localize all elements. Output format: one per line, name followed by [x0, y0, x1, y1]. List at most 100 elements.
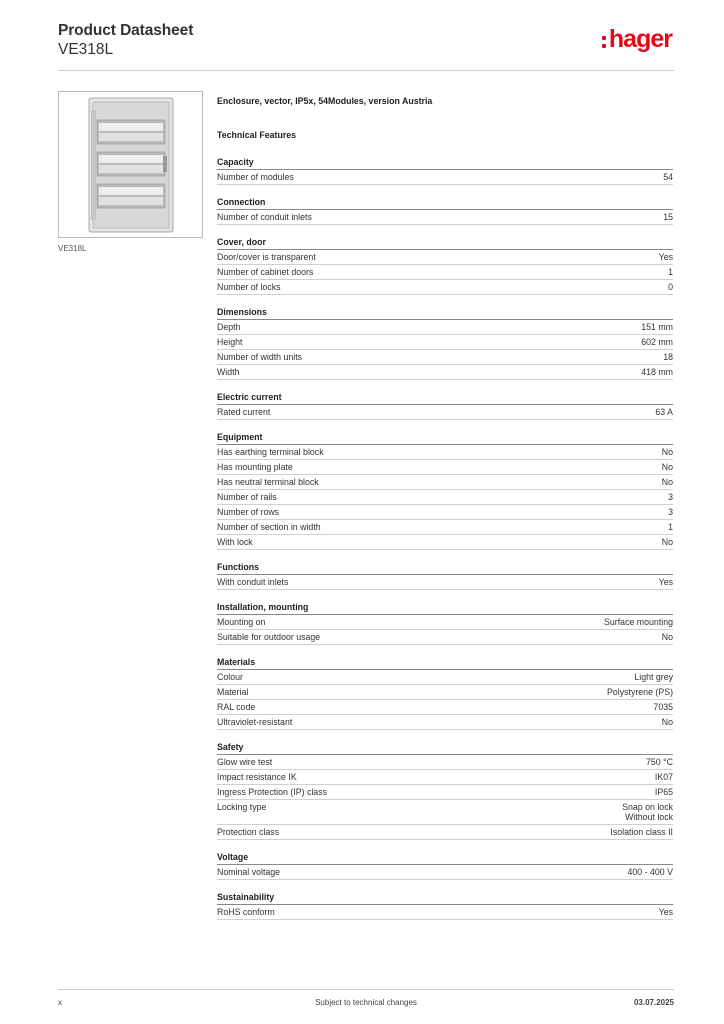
section-heading: Materials	[217, 656, 673, 670]
feature-label: Number of cabinet doors	[217, 267, 314, 277]
section-heading: Functions	[217, 561, 673, 575]
feature-value: 400 - 400 V	[627, 867, 673, 877]
feature-value: Snap on lock Without lock	[622, 802, 673, 822]
feature-label: Glow wire test	[217, 757, 273, 767]
logo-text: hager	[608, 25, 673, 53]
feature-label: Door/cover is transparent	[217, 252, 316, 262]
feature-row: Locking type Snap on lock Without lock	[217, 800, 673, 825]
feature-label: Locking type	[217, 802, 267, 812]
footer-disclaimer: Subject to technical changes	[315, 998, 417, 1007]
feature-value: No	[661, 632, 673, 642]
feature-label: Depth	[217, 322, 241, 332]
feature-row: Impact resistance IK IK07	[217, 770, 673, 785]
feature-label: With lock	[217, 537, 253, 547]
feature-value: 3	[668, 492, 673, 502]
feature-label: With conduit inlets	[217, 577, 289, 587]
logo-dots-icon	[601, 35, 606, 48]
feature-label: Number of modules	[217, 172, 294, 182]
datasheet-content: Enclosure, vector, IP5x, 54Modules, vers…	[217, 96, 673, 920]
feature-label: Ultraviolet-resistant	[217, 717, 293, 727]
feature-label: Rated current	[217, 407, 271, 417]
feature-value: 15	[663, 212, 673, 222]
technical-features-title: Technical Features	[217, 130, 297, 140]
feature-value: No	[661, 462, 673, 472]
enclosure-image-icon	[88, 97, 173, 232]
feature-row: Number of cabinet doors 1	[217, 265, 673, 280]
feature-value: Polystyrene (PS)	[607, 687, 673, 697]
feature-row: Has mounting plate No	[217, 460, 673, 475]
feature-label: Has mounting plate	[217, 462, 293, 472]
product-image	[58, 91, 203, 238]
feature-label: Material	[217, 687, 249, 697]
feature-value: No	[661, 717, 673, 727]
footer-date: 03.07.2025	[633, 998, 674, 1007]
feature-label: Protection class	[217, 827, 280, 837]
feature-value: Light grey	[634, 672, 673, 682]
feature-value: 1	[668, 267, 673, 277]
hager-logo: hager	[601, 25, 673, 53]
feature-label: Suitable for outdoor usage	[217, 632, 321, 642]
feature-label: RoHS conform	[217, 907, 275, 917]
feature-value: 151 mm	[641, 322, 673, 332]
feature-value: Yes	[658, 252, 673, 262]
header-divider	[58, 70, 674, 71]
feature-row: Colour Light grey	[217, 670, 673, 685]
section-heading: Connection	[217, 196, 673, 210]
feature-label: Colour	[217, 672, 243, 682]
section-heading: Sustainability	[217, 891, 673, 905]
feature-label: Impact resistance IK	[217, 772, 297, 782]
footer-page-marker: x	[58, 998, 62, 1007]
feature-row: Material Polystyrene (PS)	[217, 685, 673, 700]
feature-value: 7035	[653, 702, 673, 712]
feature-value: 750 °C	[646, 757, 673, 767]
feature-row: Height 602 mm	[217, 335, 673, 350]
feature-row: Door/cover is transparent Yes	[217, 250, 673, 265]
section-heading: Safety	[217, 741, 673, 755]
feature-value: 18	[663, 352, 673, 362]
section-heading: Cover, door	[217, 236, 673, 250]
feature-label: Has earthing terminal block	[217, 447, 324, 457]
feature-label: Width	[217, 367, 240, 377]
feature-value: 602 mm	[641, 337, 673, 347]
feature-value: 0	[668, 282, 673, 292]
feature-row: With conduit inlets Yes	[217, 575, 673, 590]
feature-value: 418 mm	[641, 367, 673, 377]
section-heading: Electric current	[217, 391, 673, 405]
feature-value: Yes	[658, 577, 673, 587]
feature-row: Number of conduit inlets 15	[217, 210, 673, 225]
feature-label: Number of conduit inlets	[217, 212, 312, 222]
feature-value: IK07	[654, 772, 673, 782]
feature-label: Number of locks	[217, 282, 281, 292]
feature-label: Height	[217, 337, 243, 347]
feature-value: 1	[668, 522, 673, 532]
section-heading: Dimensions	[217, 306, 673, 320]
product-description: Enclosure, vector, IP5x, 54Modules, vers…	[217, 96, 433, 106]
feature-value: No	[661, 447, 673, 457]
feature-row: With lock No	[217, 535, 673, 550]
feature-label: RAL code	[217, 702, 256, 712]
feature-row: Width 418 mm	[217, 365, 673, 380]
feature-value: No	[661, 477, 673, 487]
feature-row: Depth 151 mm	[217, 320, 673, 335]
feature-value: No	[661, 537, 673, 547]
section-heading: Capacity	[217, 156, 673, 170]
